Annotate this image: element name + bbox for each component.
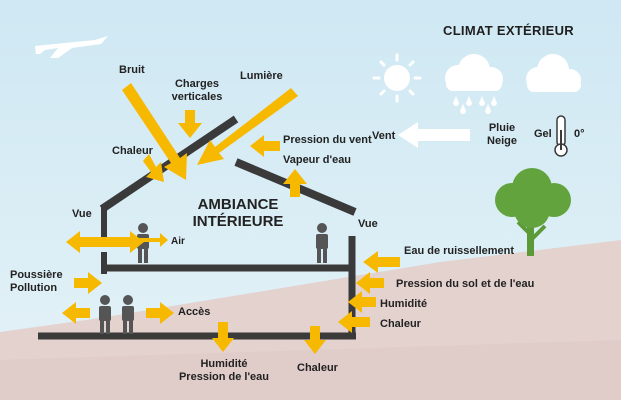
- poussiere-label: Poussière Pollution: [10, 269, 63, 295]
- person-icon: [122, 295, 134, 334]
- poussiere-line: Poussière: [10, 269, 63, 281]
- airplane-icon: [35, 36, 108, 58]
- ambiance-title: AMBIANCE INTÉRIEURE: [178, 196, 298, 230]
- humidite-bottom-line-2: Pression de l'eau: [178, 371, 270, 383]
- pression-vent-label: Pression du vent: [283, 134, 372, 146]
- lumiere-label: Lumière: [240, 70, 283, 82]
- chaleur-bottom-label: Chaleur: [297, 362, 338, 374]
- person-icon: [137, 223, 149, 263]
- air-label: Air: [171, 236, 185, 247]
- ambiance-line-2: INTÉRIEURE: [192, 213, 284, 230]
- bruit-arrow: [122, 83, 187, 180]
- pluie-line: Pluie: [488, 122, 516, 134]
- vent-label: Vent: [372, 130, 396, 142]
- chaleur-bas-arrow: [304, 326, 326, 354]
- air-arrow: [128, 233, 168, 247]
- vue-left-label: Vue: [72, 208, 92, 220]
- thermometer-icon: [554, 115, 568, 157]
- charges-label: Charges verticales: [167, 78, 227, 104]
- vue-right-label: Vue: [358, 218, 378, 230]
- zero-degree-label: 0°: [574, 128, 585, 140]
- chaleur-droite-arrow: [338, 311, 370, 333]
- pression-vent-arrow: [250, 135, 280, 157]
- poussiere-arrow: [74, 272, 102, 294]
- wind-arrow: [398, 122, 470, 148]
- pluie-neige-label: Pluie Neige: [483, 122, 521, 148]
- lumiere-arrow: [197, 88, 298, 165]
- snow-cloud-icon: [526, 54, 581, 92]
- person-icon: [99, 295, 111, 334]
- charges-arrow: [178, 110, 202, 138]
- climate-title: CLIMAT EXTÉRIEUR: [443, 23, 574, 38]
- pollution-line: Pollution: [10, 282, 58, 294]
- bruit-label: Bruit: [119, 64, 145, 76]
- ground-lower: [0, 340, 621, 400]
- acces-label: Accès: [178, 306, 211, 318]
- neige-line: Neige: [487, 135, 517, 147]
- pression-sol-label: Pression du sol et de l'eau: [396, 278, 535, 290]
- ruissellement-arrow: [363, 251, 400, 273]
- acces-arrow: [146, 302, 174, 324]
- gel-label: Gel: [534, 128, 552, 140]
- humidite-droite-arrow: [348, 291, 376, 313]
- chaleur-right-label: Chaleur: [380, 318, 421, 330]
- humidite-bottom-label: Humidité Pression de l'eau: [172, 358, 276, 384]
- arrows: [62, 83, 400, 354]
- sun-icon: [372, 53, 422, 103]
- charges-line-2: verticales: [171, 91, 223, 103]
- ambiance-line-1: AMBIANCE: [197, 196, 279, 213]
- chaleur-roof-label: Chaleur: [112, 145, 153, 157]
- depart-arrow: [62, 302, 90, 324]
- vue-gauche-arrow: [66, 231, 144, 253]
- humidite-right-label: Humidité: [380, 298, 428, 310]
- vapeur-arrow: [283, 169, 307, 197]
- rain-cloud-icon: [445, 54, 503, 114]
- tree-icon: [495, 168, 571, 256]
- humidite-bottom-line-1: Humidité: [200, 358, 248, 370]
- charges-line-1: Charges: [174, 78, 220, 90]
- humidite-bas-arrow: [212, 322, 234, 352]
- chaleur-roof-arrow: [143, 154, 164, 182]
- ruissellement-label: Eau de ruissellement: [404, 245, 515, 257]
- person-icon: [316, 223, 328, 263]
- vapeur-label: Vapeur d'eau: [283, 154, 352, 166]
- pression-sol-arrow: [356, 272, 384, 294]
